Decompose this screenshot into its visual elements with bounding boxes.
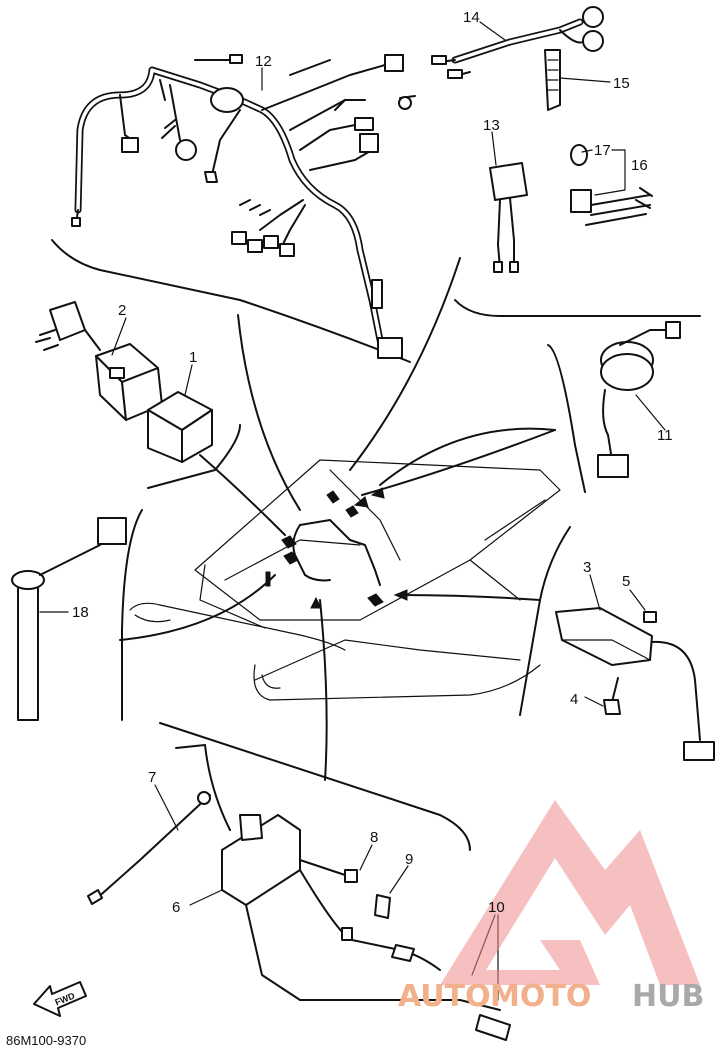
callout-1: 1 [189,349,197,366]
callout-15: 15 [613,75,630,92]
wire-lead-part-14 [431,6,604,79]
callout-17: 17 [594,142,611,159]
callout-6: 6 [172,899,180,916]
ignition-coil-part-6 [175,744,501,1011]
front-direction-marker: FWD [33,981,87,1017]
callout-13: 13 [483,117,500,134]
callout-2: 2 [118,302,126,319]
callout-9: 9 [405,851,413,868]
ignition-switch-part-11 [597,321,681,478]
bulb-socket-part-16 [570,144,653,226]
zone-outlines [51,239,701,851]
callout-11: 11 [657,427,673,444]
clamp-part-15 [544,49,561,111]
spark-plug-cap-part-10 [351,939,511,1041]
callout-4: 4 [570,691,578,708]
callout-16: 16 [631,157,648,174]
watermark-logo [440,800,700,985]
snowmobile-outline [129,459,561,701]
main-wire-harness [71,54,416,359]
drawing-code: 86M100-9370 [6,1033,86,1048]
watermark-text-hub: HUB [632,979,704,1014]
watermark-triangle-shape [440,800,700,985]
callout-8: 8 [370,829,378,846]
callout-3: 3 [583,559,591,576]
relay-part-13 [489,162,528,273]
bolt-part-8 [299,859,358,883]
callout-10: 10 [488,899,505,916]
clip-part-9 [374,894,391,919]
callout-12: 12 [255,53,272,70]
connector-bracket-part-2 [35,301,163,421]
callout-18: 18 [72,604,89,621]
callout-7: 7 [148,769,156,786]
rectifier-part-3 [555,607,715,761]
control-unit-part-1 [147,391,213,463]
callout-5: 5 [622,573,630,590]
callout-14: 14 [463,9,480,26]
watermark-text-moto: MOTO [490,979,591,1014]
leader-lines [119,257,556,781]
watermark-text-auto: AUTO [398,979,491,1014]
ground-lead-part-7 [87,791,211,905]
sensor-part-18 [11,517,127,721]
